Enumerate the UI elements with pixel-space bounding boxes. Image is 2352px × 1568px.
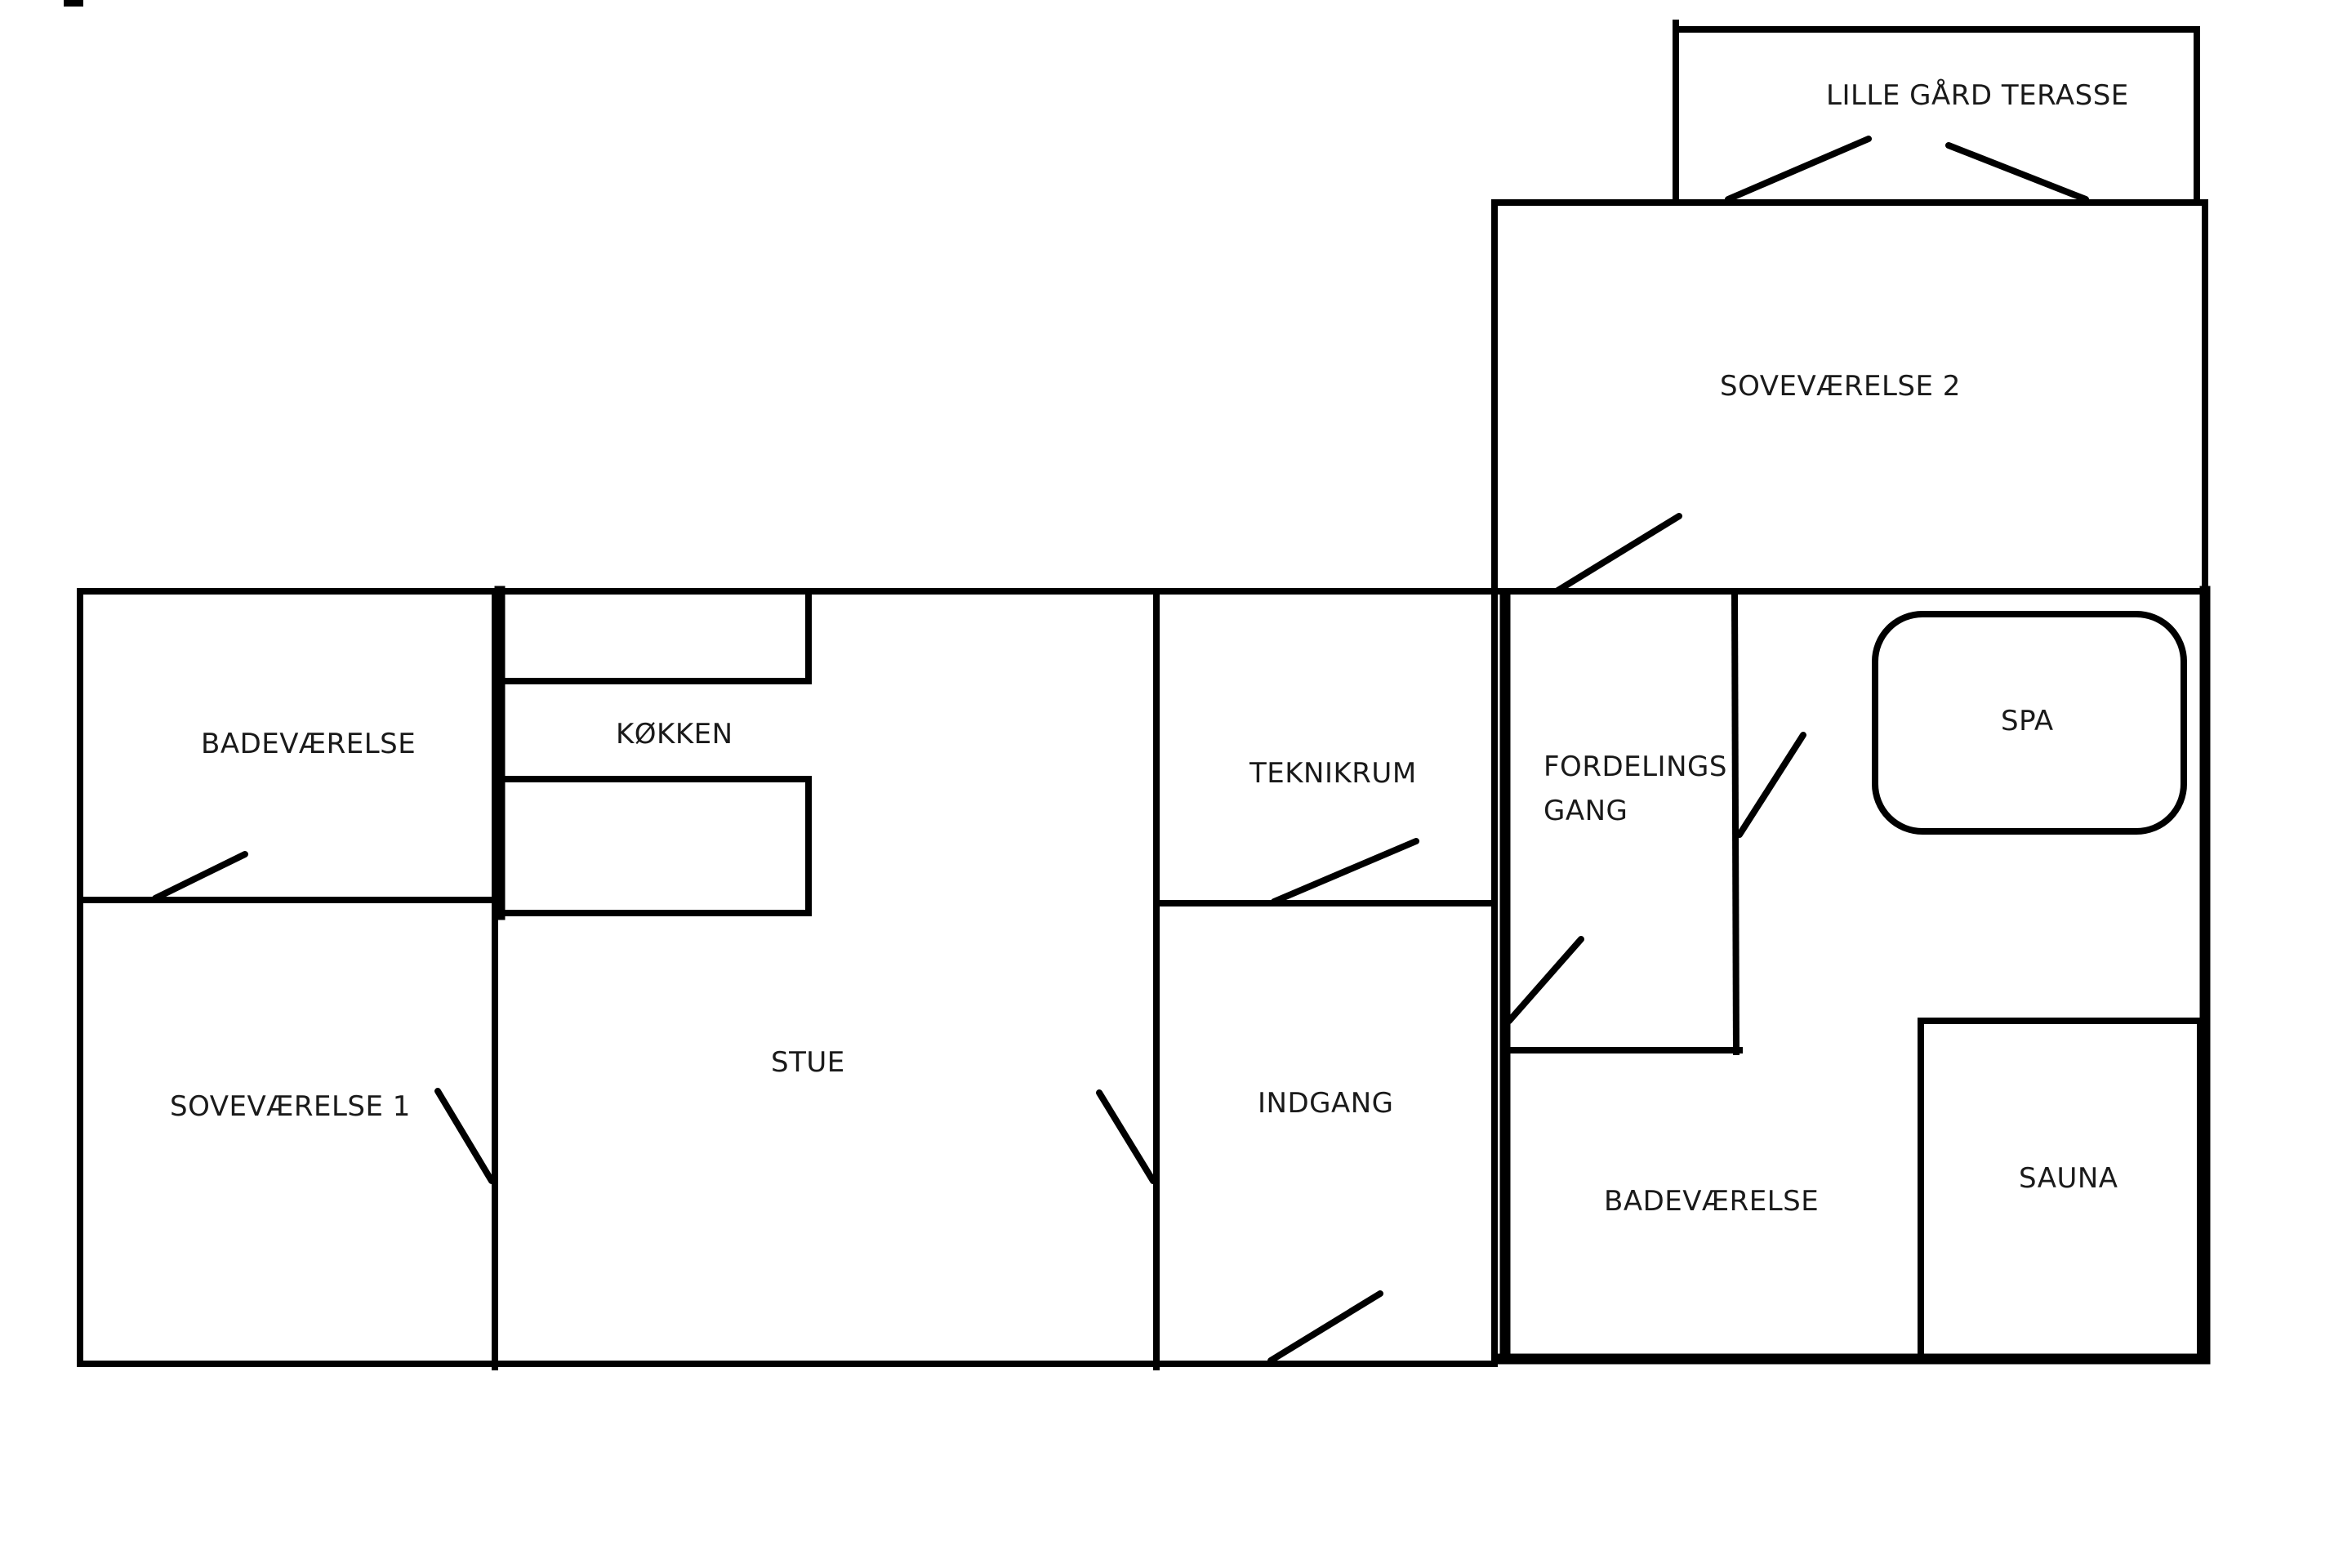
label-stue: STUE (771, 1046, 845, 1079)
exterior-walls (77, 586, 2211, 1367)
north-annex (1491, 20, 2208, 595)
door-teknikrum (1271, 838, 1419, 905)
wall-fordeling-right (1731, 590, 1740, 1056)
label-indgang: INDGANG (1258, 1087, 1394, 1120)
spa-tub (1872, 611, 2187, 835)
door-sovevaerelse-1 (434, 1088, 495, 1184)
door-spa-room (1736, 732, 1806, 838)
label-sovevaerelse-2: SOVEVÆRELSE 2 (1720, 370, 1961, 403)
label-sovevaerelse-1: SOVEVÆRELSE 1 (170, 1090, 411, 1123)
label-fordelingsgang-line2: GANG (1544, 795, 1628, 827)
label-lille-gaard-terasse: LILLE GÅRD TERASSE (1826, 78, 2129, 112)
sauna-walls (1918, 1018, 2203, 1362)
label-badevaerelse-vest: BADEVÆRELSE (201, 728, 416, 760)
sovevaerelse-2-walls (1491, 199, 2208, 595)
door-fordelingsgang (1506, 936, 1584, 1024)
label-koekken: KØKKEN (616, 718, 733, 751)
label-spa: SPA (2001, 705, 2054, 737)
door-swings (152, 136, 2089, 1364)
door-indgang (1267, 1290, 1383, 1364)
kitchen-counter-bottom (497, 776, 812, 916)
label-teknikrum: TEKNIKRUM (1249, 757, 1417, 790)
label-fordelingsgang-line1: FORDELINGS (1544, 751, 1727, 783)
door-badevaerelse-vest (152, 851, 248, 902)
terrace-walls (1673, 26, 2200, 206)
interior-walls (77, 586, 2203, 1370)
label-badevaerelse-oest: BADEVÆRELSE (1604, 1185, 1819, 1218)
label-sauna: SAUNA (2019, 1162, 2118, 1195)
corner-mark (64, 0, 83, 7)
kitchen-counter-top (497, 588, 812, 684)
room-labels: LILLE GÅRD TERASSE SOVEVÆRELSE 2 BADEVÆR… (170, 78, 2129, 1218)
door-terrace-right (1945, 142, 2089, 203)
door-stue (1096, 1089, 1156, 1184)
door-sovevaerelse-2 (1553, 513, 1682, 595)
door-terrace-left (1725, 136, 1872, 203)
